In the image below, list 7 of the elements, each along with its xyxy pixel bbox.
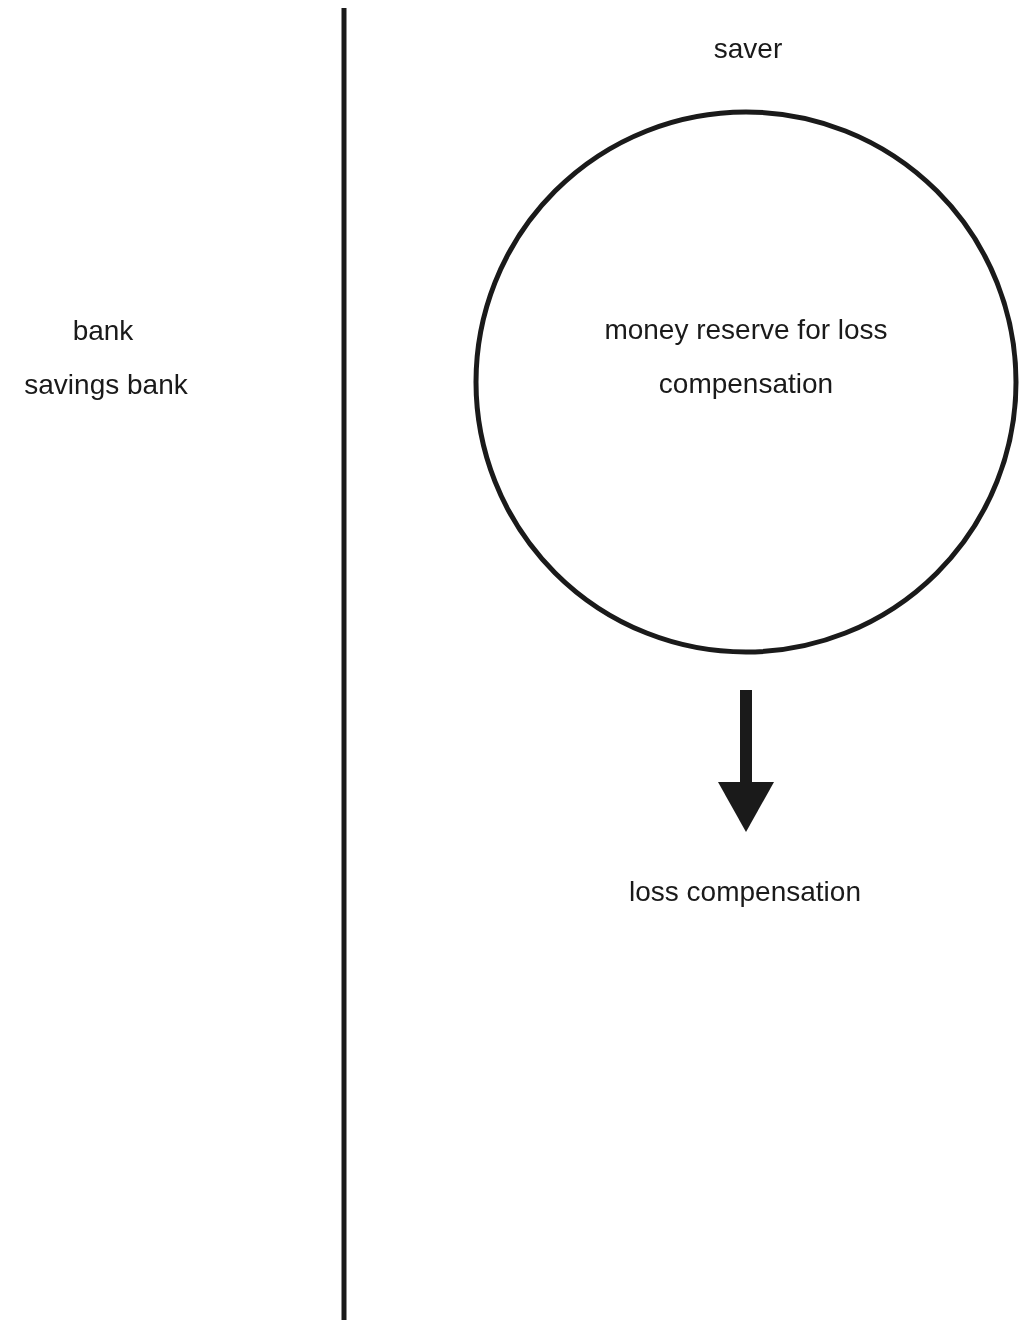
side-label: savings bank [23, 368, 189, 402]
circle-label: money reserve for loss compensation [603, 313, 889, 401]
column-heading: saver [712, 32, 784, 66]
reserve-circle [472, 108, 1020, 656]
node-label: loss compensation [628, 875, 862, 909]
arrow [718, 690, 774, 832]
side-label: bank [71, 314, 135, 348]
